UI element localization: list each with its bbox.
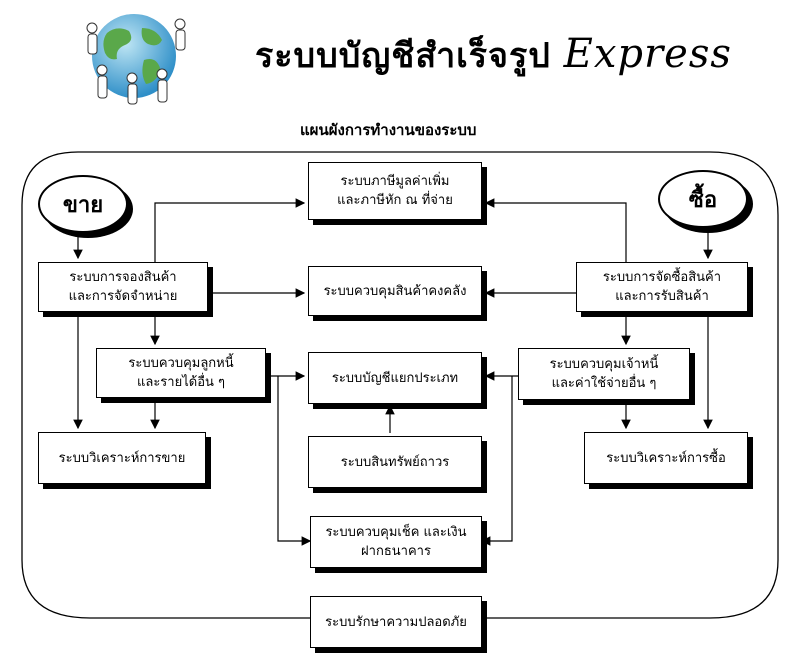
system-boundary-frame [21,151,779,619]
vat-system-box: ระบบภาษีมูลค่าเพิ่ม และภาษีหัก ณ ที่จ่าย [308,162,482,220]
vat-line-1: ระบบภาษีมูลค่าเพิ่ม [340,174,450,189]
purchase-analysis-system-box: ระบบวิเคราะห์การซื้อ [584,432,748,484]
security-line-1: ระบบรักษาความปลอดภัย [325,614,467,630]
payables-system-box: ระบบควบคุมเจ้าหนี้ และค่าใช้จ่ายอื่น ๆ [518,348,690,400]
diagram-subtitle: แผนผังการทำงานของระบบ [300,121,477,139]
purchase-analysis-line-1: ระบบวิเคราะห์การซื้อ [606,450,726,466]
cheque-bank-line-1: ระบบควบคุมเช็ค และเงิน [325,525,467,540]
ledger-system-box: ระบบบัญชีแยกประเภท [308,352,482,404]
title-thai: ระบบบัญชีสำเร็จรูป [255,36,551,76]
sell-node: ขาย [38,175,128,233]
receivables-line-1: ระบบควบคุมลูกหนี้ [128,356,234,371]
fixed-assets-system-box: ระบบสินทรัพย์ถาวร [308,436,482,488]
cheque-bank-system-box: ระบบควบคุมเช็ค และเงิน ฝากธนาคาร [310,516,482,568]
receivables-line-2: และรายได้อื่น ๆ [136,375,226,390]
payables-line-1: ระบบควบคุมเจ้าหนี้ [549,357,659,372]
payables-line-2: และค่าใช้จ่ายอื่น ๆ [551,376,657,391]
inventory-line-1: ระบบควบคุมสินค้าคงคลัง [323,283,467,299]
cheque-bank-line-2: ฝากธนาคาร [361,544,431,559]
globe-logo-icon [86,14,186,105]
title-express: Express [563,31,732,77]
ledger-line-1: ระบบบัญชีแยกประเภท [331,370,459,386]
purchase-system-box: ระบบการจัดซื้อสินค้า และการรับสินค้า [576,262,748,312]
vat-line-2: และภาษีหัก ณ ที่จ่าย [337,193,453,208]
sales-order-system-box: ระบบการจองสินค้า และการจัดจำหน่าย [38,262,208,312]
purchase-line-1: ระบบการจัดซื้อสินค้า [602,270,722,285]
page-title: ระบบบัญชีสำเร็จรูป Express [255,28,732,82]
buy-node: ซื้อ [658,170,748,228]
inventory-system-box: ระบบควบคุมสินค้าคงคลัง [308,266,482,316]
sales-analysis-system-box: ระบบวิเคราะห์การขาย [38,432,206,484]
receivables-system-box: ระบบควบคุมลูกหนี้ และรายได้อื่น ๆ [96,348,266,398]
sales-order-line-2: และการจัดจำหน่าย [68,289,178,304]
security-system-box: ระบบรักษาความปลอดภัย [310,596,482,648]
fixed-assets-line-1: ระบบสินทรัพย์ถาวร [340,454,450,470]
sales-order-line-1: ระบบการจองสินค้า [69,270,177,285]
purchase-line-2: และการรับสินค้า [615,289,709,304]
sales-analysis-line-1: ระบบวิเคราะห์การขาย [58,450,186,466]
